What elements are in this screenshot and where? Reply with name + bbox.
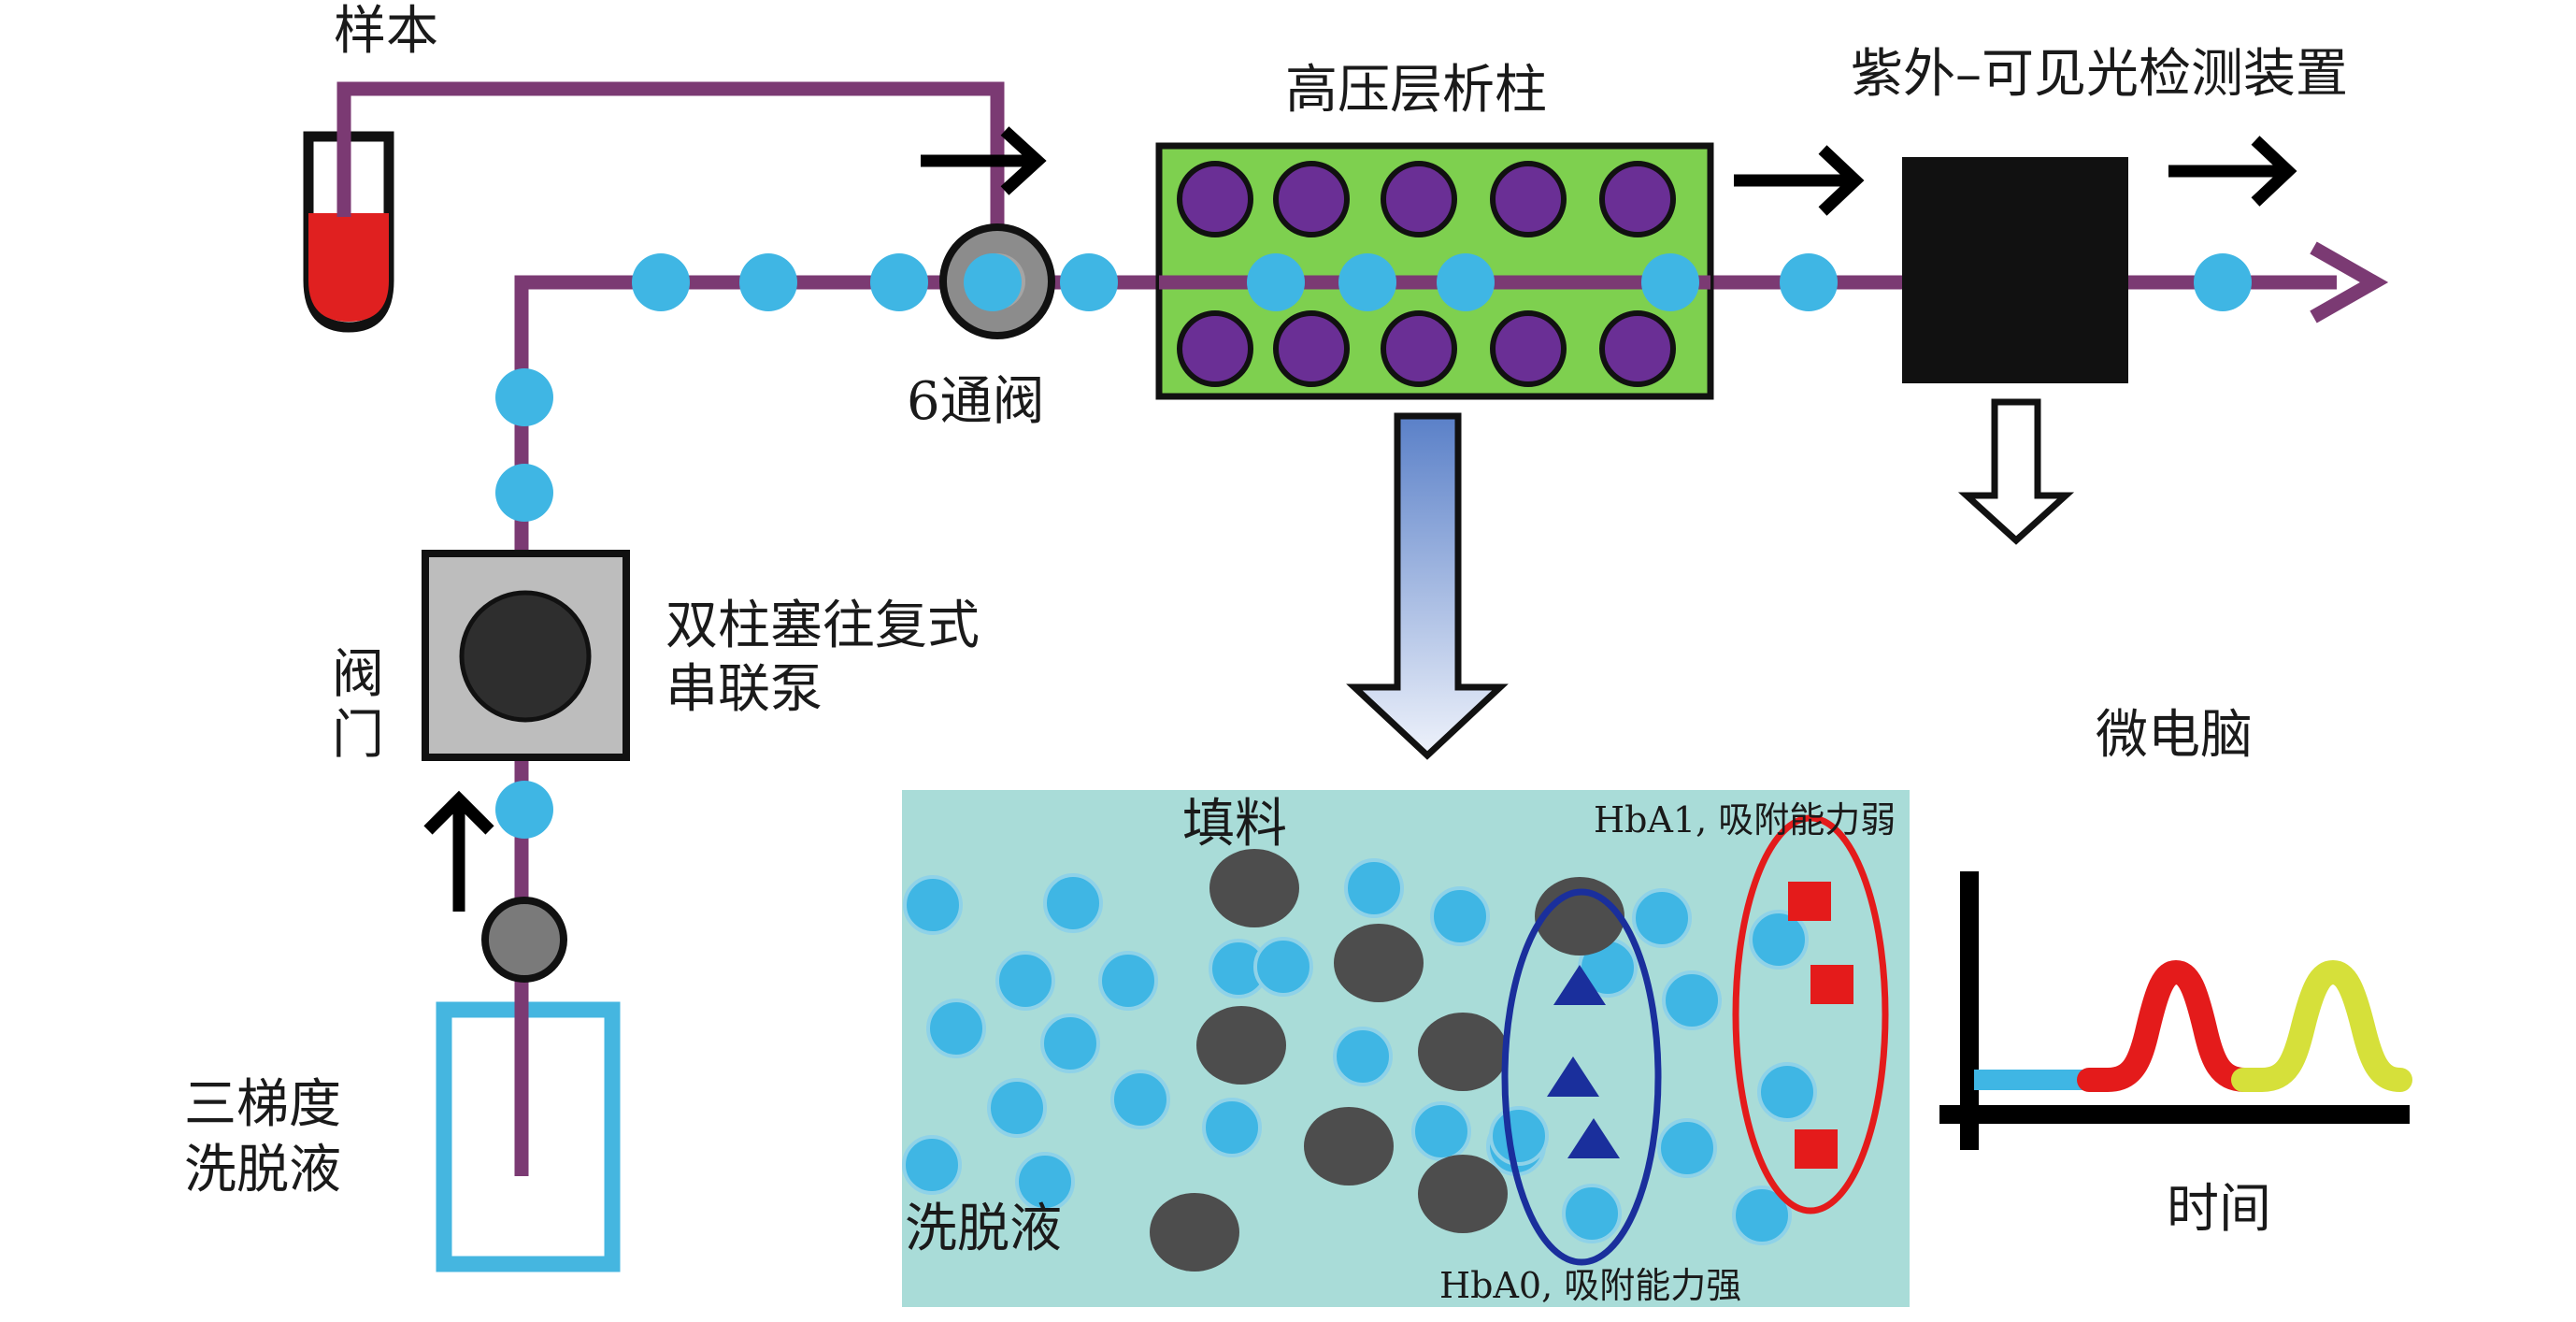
outlet-arrowhead	[2310, 241, 2389, 323]
down-arrow-icon	[1957, 398, 2075, 545]
up-arrow-icon	[423, 790, 494, 912]
sample-label: 样本	[334, 1, 438, 62]
valve-label-1: 阀	[332, 644, 384, 705]
detector	[1902, 157, 2128, 383]
hba1-squares	[1788, 882, 1853, 1169]
right-arrow-icon	[1734, 145, 1865, 216]
sample-vial	[303, 122, 394, 333]
packing-particles	[1150, 849, 1624, 1272]
packing-label: 填料	[1182, 794, 1287, 855]
time-label: 时间	[2167, 1179, 2271, 1240]
pump-label-2: 串联泵	[665, 659, 823, 720]
pump-label-1: 双柱塞往复式	[665, 596, 980, 656]
pump	[422, 550, 630, 761]
flow-droplets	[495, 253, 2252, 839]
computer-label: 微电脑	[2096, 705, 2253, 766]
hplc-column	[1155, 142, 1714, 400]
column-beads	[1177, 161, 1676, 387]
right-arrow-icon	[921, 126, 1047, 195]
zoom-down-arrow-icon	[1346, 412, 1509, 760]
eluent-droplets	[902, 858, 1817, 1245]
hba1-label: HbA1, 吸附能力弱	[1594, 799, 1896, 841]
hba0-label: HbA0, 吸附能力强	[1439, 1265, 1741, 1306]
six-way-valve-label: 6通阀	[907, 371, 1045, 432]
column-detail-panel: 填料 洗脱液 HbA1, 吸附能力弱 HbA0, 吸附能力强	[902, 790, 1910, 1307]
column-label: 高压层析柱	[1285, 60, 1547, 121]
hba0-peak-trace	[2231, 959, 2412, 1092]
eluent-label-2: 洗脱液	[184, 1140, 341, 1200]
valve-label-2: 门	[332, 705, 384, 766]
hba1-peak-trace	[2077, 959, 2257, 1092]
detector-label: 紫外–可见光检测装置	[1851, 44, 2348, 105]
inlet-valve	[481, 897, 567, 983]
sample-tube	[336, 81, 1005, 224]
hba0-triangles	[1547, 965, 1620, 1158]
right-arrow-icon	[2168, 136, 2297, 207]
eluent-label-1: 三梯度	[184, 1074, 341, 1135]
hba0-group-outline	[1501, 888, 1662, 1266]
detail-eluent-label: 洗脱液	[905, 1199, 1062, 1259]
hba1-group-outline	[1732, 814, 1889, 1214]
main-flow-tube	[514, 275, 2337, 1176]
chromatogram	[1939, 871, 2412, 1150]
